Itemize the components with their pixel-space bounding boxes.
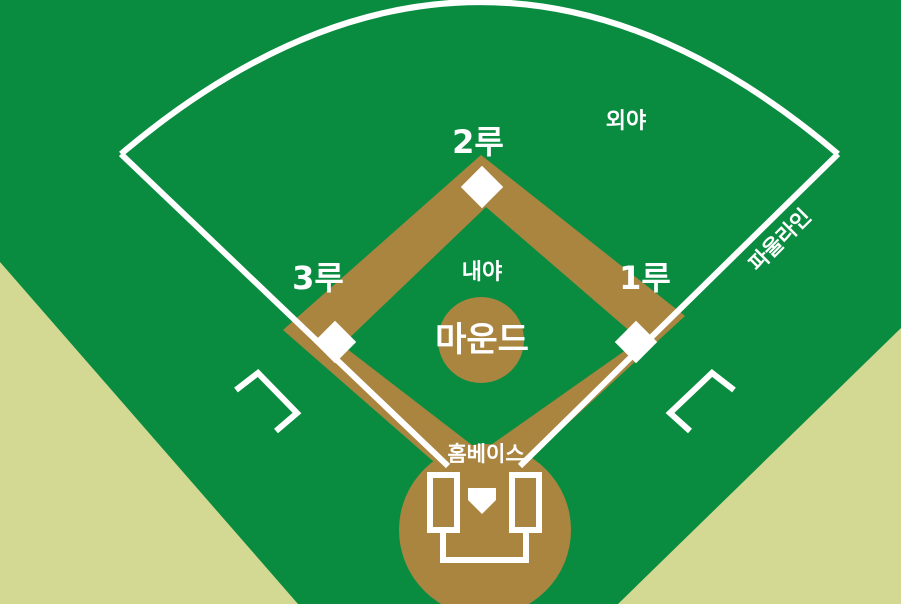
label-infield: 내야 — [462, 260, 502, 285]
outfield-fence — [119, 0, 840, 157]
coach-box-right — [665, 369, 736, 434]
pitchers-mound — [438, 297, 524, 383]
label-outfield: 외야 — [606, 109, 646, 134]
coach-box-left — [234, 368, 302, 434]
label-second-base: 2루 — [452, 123, 504, 161]
label-home-plate: 홈베이스 — [447, 442, 524, 466]
label-first-base: 1루 — [619, 259, 671, 297]
home-plate-dirt — [399, 444, 571, 604]
foul-line-left — [118, 151, 451, 469]
home-plate — [468, 488, 496, 514]
label-pitchers-mound: 마운드 — [435, 320, 529, 360]
third-base — [313, 320, 357, 364]
foul-line-right — [517, 151, 841, 469]
catchers-box — [440, 530, 529, 563]
second-base — [460, 165, 504, 209]
label-third-base: 3루 — [292, 259, 344, 297]
